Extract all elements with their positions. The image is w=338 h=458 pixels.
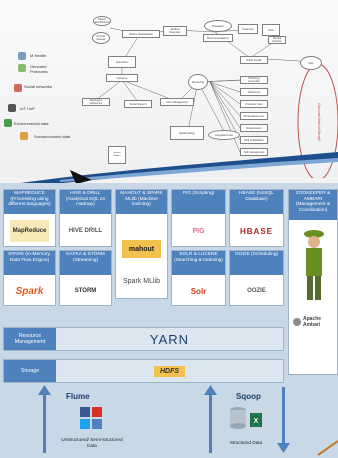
tool-pig: PIG (Scripting) PIG (171, 189, 226, 247)
source-label: Social networks (24, 84, 53, 89)
diagram-node: Risk (300, 56, 322, 70)
tool-title: KAFKA & STORM (Streaming) (60, 251, 111, 275)
tool-title: HBASE (NoSQL Database) (230, 190, 283, 214)
folder-icon (20, 132, 28, 140)
twitter-icon (80, 419, 90, 429)
tool-title: SPARK (In-Memory, Data Flow Engine) (4, 251, 55, 275)
tool-zookeeper-ambari: ZOOKEEPER & AMBARI (Management & Coordin… (288, 189, 338, 375)
tool-title: MAPREDUCE (Processing using different la… (4, 190, 55, 214)
ambari-icon (293, 318, 301, 326)
globe-icon (4, 119, 12, 127)
play-arrow-icon (70, 170, 92, 184)
hadoop-ecosystem-panel: MAPREDUCE (Processing using different la… (0, 183, 338, 458)
tool-spark: SPARK (In-Memory, Data Flow Engine) Spar… (3, 250, 56, 306)
diagram-node: Integrated Care (208, 130, 240, 140)
sqoop-label: Sqoop (236, 392, 261, 401)
mapreduce-logo: MapReduce (10, 220, 49, 242)
tool-oozie: OOZIE (Scheduling) OOZIE (229, 250, 284, 306)
health-data-diagram: Outcome-Medical Benefit M Health Genomic… (0, 0, 338, 178)
tool-title: PIG (Scripting) (172, 190, 225, 214)
tool-kafka-storm: KAFKA & STORM (Streaming) STORM (59, 250, 112, 306)
diagram-node: Decision Support (108, 146, 126, 164)
diagram-node: Population (204, 20, 232, 32)
right-node: Self-management (240, 148, 268, 156)
diagram-node: Care Management (160, 98, 194, 106)
flume-label: Flume (66, 392, 90, 401)
diagram-node: Monitoring (188, 74, 208, 90)
svg-text:X: X (254, 418, 259, 425)
storm-logo: STORM (74, 288, 97, 294)
pencil-decoration (317, 440, 338, 456)
tool-title: OOZIE (Scheduling) (230, 251, 283, 275)
hive-drill-logo: HIVE DRILL (68, 228, 103, 234)
database-excel-icon: X (230, 407, 262, 429)
diagram-node: Treatment (238, 24, 258, 34)
solr-logo: Solr (190, 286, 207, 296)
ingestion-arrows (38, 385, 338, 456)
diagram-node: Public Health (240, 56, 268, 64)
oval-label: Outcome-Medical Benefit (317, 103, 321, 141)
dna-icon (18, 64, 26, 72)
yarn-layer: Resource Management YARN (3, 327, 284, 351)
youtube-icon (92, 407, 102, 417)
diagram-node: Recommendations (203, 34, 233, 42)
sqoop-caption: Structured Data (229, 440, 263, 445)
pig-logo: PIG (192, 227, 205, 235)
right-node: Risk stratification (240, 136, 268, 144)
right-node: Pathology prevention (240, 76, 268, 84)
source-label: Environmental data (14, 121, 49, 126)
facebook-icon (80, 407, 90, 417)
social-icons-grid (80, 407, 102, 429)
ambari-logo: Apache Ambari (303, 316, 322, 328)
document-icon (92, 419, 102, 429)
tool-hbase: HBASE (NoSQL Database) HBASE (229, 189, 284, 247)
source-label: Socioeconomic data (34, 134, 71, 139)
device-icon (8, 104, 16, 112)
storage-layer: Storage HDFS (3, 359, 284, 383)
diagram-node: Patient Identification (93, 16, 111, 26)
tool-hive-drill: HIVE & DRILL (Analytical SQL on Hadoop) … (59, 189, 112, 247)
tool-title: HIVE & DRILL (Analytical SQL on Hadoop) (60, 190, 111, 214)
oozie-logo: OOZIE (247, 288, 266, 294)
yarn-value: YARN (149, 331, 190, 347)
blue-swoosh-decoration (0, 152, 338, 190)
diagram-node: Clinical decision (268, 36, 286, 44)
tool-solr-lucene: SOLR & LUCENE (Searching & Indexing) Sol… (171, 250, 226, 306)
right-node: Adherence (240, 88, 268, 96)
zookeeper-figure-icon (304, 230, 324, 300)
diagram-node: Chronic disease (92, 32, 110, 44)
network-icon (14, 84, 22, 92)
tool-title: MAHOUT & SPARK MLlib (Machine learning) (116, 190, 167, 214)
source-label: M Health (30, 53, 47, 58)
tool-mahout-mllib: MAHOUT & SPARK MLlib (Machine learning) … (115, 189, 168, 299)
flume-caption: Unstructured/ Semi-structured Data (61, 437, 123, 448)
people-icon (18, 52, 26, 60)
right-node: Personalized care (240, 112, 268, 120)
right-node: Readmission (240, 124, 268, 132)
yarn-label: Resource Management (4, 328, 56, 350)
tool-mapreduce: MAPREDUCE (Processing using different la… (3, 189, 56, 247)
source-label: Genomic/ Proteomic (30, 64, 49, 74)
diagram-node: Medication Adherence (82, 98, 110, 106)
tool-title: ZOOKEEPER & AMBARI (Management & Coordin… (289, 190, 337, 220)
diagram-node: Epidemiology (170, 126, 204, 140)
diagram-node: Patient Classification (122, 30, 160, 38)
source-label: IoT / IoP (20, 106, 36, 111)
spark-mllib-logo: Spark MLlib (123, 277, 160, 285)
hbase-logo: HBASE (239, 226, 273, 236)
diagram-node: Social Support (124, 100, 152, 108)
diagram-node: Data (262, 24, 280, 36)
hdfs-logo: HDFS (153, 365, 186, 377)
mahout-logo: mahout (122, 240, 161, 258)
hdfs-logo-wrap: HDFS (56, 360, 283, 382)
tool-title: SOLR & LUCENE (Searching & Indexing) (172, 251, 225, 275)
diagram-node: Outcome (106, 74, 138, 82)
storage-label: Storage (4, 360, 56, 382)
diagram-node: Medical diagnosis (163, 26, 187, 36)
spark-logo: Spark (15, 285, 44, 297)
diagram-node: Education (108, 56, 136, 68)
right-node: Precision Care (240, 100, 268, 108)
